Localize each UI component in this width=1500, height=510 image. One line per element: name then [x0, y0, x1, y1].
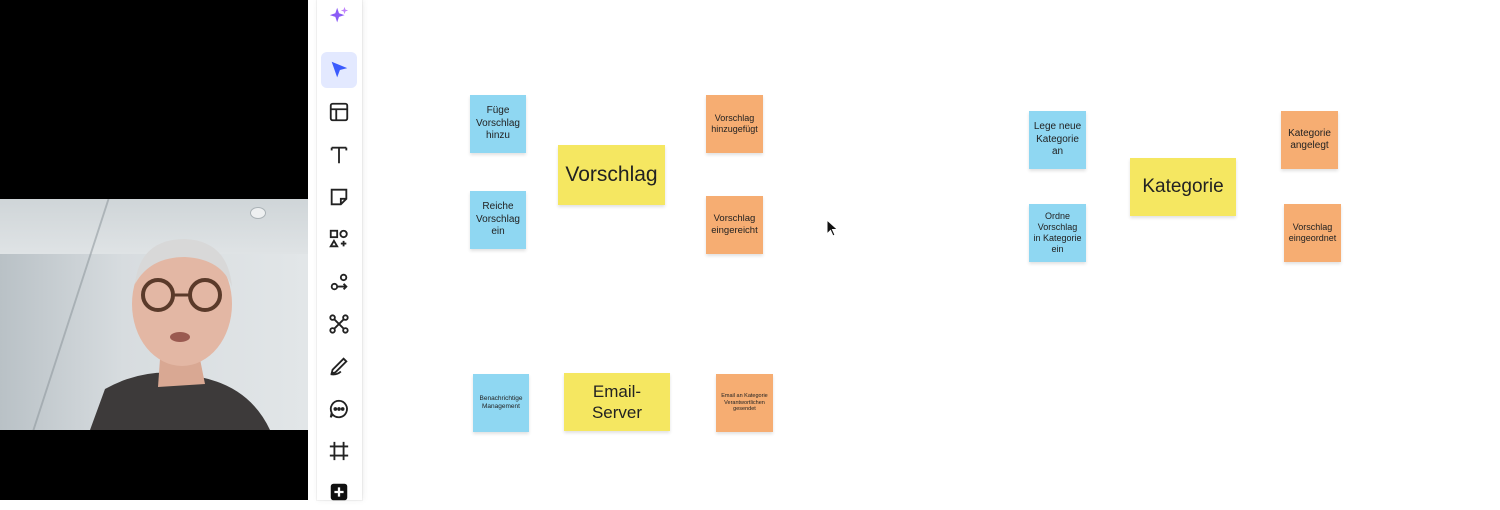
templates-icon: [329, 102, 349, 122]
mindmap-tool-button[interactable]: [321, 306, 357, 342]
frame-tool-button[interactable]: [321, 433, 357, 469]
more-icon: [330, 483, 348, 501]
select-icon: [331, 61, 348, 78]
select-tool-button[interactable]: [321, 52, 357, 88]
mindmap-icon: [329, 314, 349, 334]
shapes-icon: [329, 229, 348, 248]
frame-icon: [329, 441, 349, 461]
sticky-note-event[interactable]: Vorschlag eingereicht: [706, 196, 763, 254]
more-tools-button[interactable]: [321, 474, 357, 510]
sticky-note-command[interactable]: Reiche Vorschlag ein: [470, 191, 526, 249]
pen-tool-button[interactable]: [321, 348, 357, 384]
sticky-note-event[interactable]: Vorschlag eingeordnet: [1284, 204, 1341, 262]
sticky-note-aggregate[interactable]: Kategorie: [1130, 158, 1236, 216]
sticky-note-external-system[interactable]: Email-Server: [564, 373, 670, 431]
text-tool-button[interactable]: [321, 137, 357, 173]
video-ceiling-sensor: [250, 207, 266, 219]
pen-icon: [330, 357, 348, 376]
sticky-note-command[interactable]: Benachrichtige Management: [473, 374, 529, 432]
ai-assist-icon: [329, 6, 349, 23]
sticky-note-event[interactable]: Kategorie angelegt: [1281, 111, 1338, 169]
templates-tool-button[interactable]: [321, 94, 357, 130]
ai-assist-button[interactable]: [321, 0, 357, 34]
board-toolbar: [317, 0, 362, 501]
sticky-note-event[interactable]: Email an Kategorie Verantwortlichen gese…: [716, 374, 773, 432]
sticky-note-event[interactable]: Vorschlag hinzugefügt: [706, 95, 763, 153]
participant-figure: [90, 239, 270, 430]
comment-tool-button[interactable]: [321, 391, 357, 427]
comment-icon: [329, 399, 348, 419]
connector-icon: [330, 273, 348, 291]
sticky-note-aggregate[interactable]: Vorschlag: [558, 145, 665, 205]
sticky-note-tool-button[interactable]: [321, 179, 357, 215]
sticky-note-command[interactable]: Ordne Vorschlag in Kategorie ein: [1029, 204, 1086, 262]
shapes-tool-button[interactable]: [321, 221, 357, 257]
video-call-panel: [0, 0, 308, 500]
sticky-note-command[interactable]: Füge Vorschlag hinzu: [470, 95, 526, 153]
sticky-note-icon: [330, 188, 348, 206]
mouse-cursor-icon: [826, 219, 839, 237]
participant-video: [0, 199, 308, 430]
sticky-note-command[interactable]: Lege neue Kategorie an: [1029, 111, 1086, 169]
text-icon: [330, 146, 348, 164]
connector-tool-button[interactable]: [321, 264, 357, 300]
